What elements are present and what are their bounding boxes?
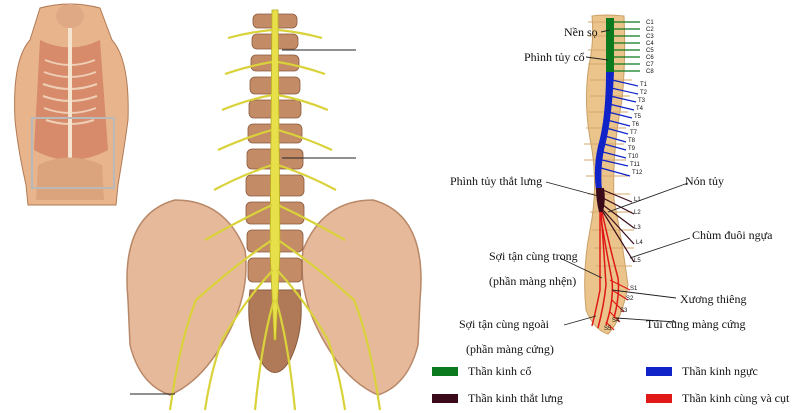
segment-label-c1: C1 xyxy=(646,20,654,26)
torso-back-illustration xyxy=(14,3,129,206)
segment-label-c4: C4 xyxy=(646,41,654,47)
segment-label-c5: C5 xyxy=(646,48,654,54)
segment-label-s4: S4 xyxy=(612,318,620,324)
segment-label-l2: L2 xyxy=(634,210,641,216)
label-phan-mang-nhen: (phần màng nhện) xyxy=(489,274,577,288)
legend-label: Thần kinh cổ xyxy=(468,364,532,378)
segment-label-t12: T12 xyxy=(632,170,643,176)
label-soi-tan-cung-ngoai: Sợi tận cùng ngoài xyxy=(459,317,549,331)
segment-label-t8: T8 xyxy=(628,138,636,144)
segment-label-c6: C6 xyxy=(646,55,654,61)
spine-pelvis-illustration xyxy=(126,9,422,411)
label-non-tuy: Nón tủy xyxy=(685,174,724,188)
label-phan-mang-cung: (phần màng cứng) xyxy=(466,342,554,356)
legend-swatch xyxy=(432,367,458,376)
label-nen-so: Nền sọ xyxy=(564,25,598,39)
segment-label-l5: L5 xyxy=(634,258,641,264)
segment-label-c8: C8 xyxy=(646,69,654,75)
label-chum-duoi-ngua: Chùm đuôi ngựa xyxy=(692,228,773,242)
label-soi-tan-cung-trong: Sợi tận cùng trong xyxy=(489,249,578,263)
legend-item-thoracic: Thần kinh ngực xyxy=(646,364,758,379)
segment-label-t2: T2 xyxy=(640,90,648,96)
legend-item-sacral: Thần kinh cùng và cụt xyxy=(646,391,789,406)
segment-label-l1: L1 xyxy=(634,197,641,203)
segment-label-c7: C7 xyxy=(646,62,654,68)
legend-label: Thần kinh thắt lưng xyxy=(468,391,563,405)
spinal-segment-diagram xyxy=(545,14,691,335)
legend-item-lumbar: Thần kinh thắt lưng xyxy=(432,391,563,406)
lumbar-cord xyxy=(596,188,605,212)
thoracic-cord xyxy=(594,72,614,190)
segment-label-t1: T1 xyxy=(640,82,648,88)
segment-label-c3: C3 xyxy=(646,34,654,40)
legend-label: Thần kinh ngực xyxy=(682,364,758,378)
segment-label-t9: T9 xyxy=(628,146,636,152)
legend-item-cervical: Thần kinh cổ xyxy=(432,364,531,379)
legend-label: Thần kinh cùng và cụt xyxy=(682,391,790,405)
zoom-box xyxy=(31,117,115,189)
legend-swatch xyxy=(646,367,672,376)
segment-label-t3: T3 xyxy=(638,98,646,104)
cervical-cord xyxy=(606,18,614,72)
segment-label-s1: S1 xyxy=(630,286,638,292)
label-xuong-thieng: Xương thiêng xyxy=(680,292,747,306)
segment-label-s3: S3 xyxy=(620,308,628,314)
legend-swatch xyxy=(646,394,672,403)
segment-label-t7: T7 xyxy=(630,130,638,136)
segment-label-t6: T6 xyxy=(632,122,640,128)
segment-label-t4: T4 xyxy=(636,106,644,112)
segment-label-s2: S2 xyxy=(626,296,634,302)
segment-label-t11: T11 xyxy=(630,162,640,168)
segment-label-l4: L4 xyxy=(636,240,643,246)
legend-swatch xyxy=(432,394,458,403)
label-tui-cung-mang-cung: Túi cùng màng cứng xyxy=(646,317,746,331)
segment-label-t10: T10 xyxy=(628,154,639,160)
label-phinh-tuy-co: Phình tủy cổ xyxy=(524,50,585,64)
segment-label-s5: S5 xyxy=(604,326,612,332)
label-phinh-tuy-that-lung: Phình tủy thắt lưng xyxy=(450,174,543,188)
segment-label-l3: L3 xyxy=(634,225,641,231)
segment-label-c2: C2 xyxy=(646,27,654,33)
segment-label-t5: T5 xyxy=(634,114,642,120)
